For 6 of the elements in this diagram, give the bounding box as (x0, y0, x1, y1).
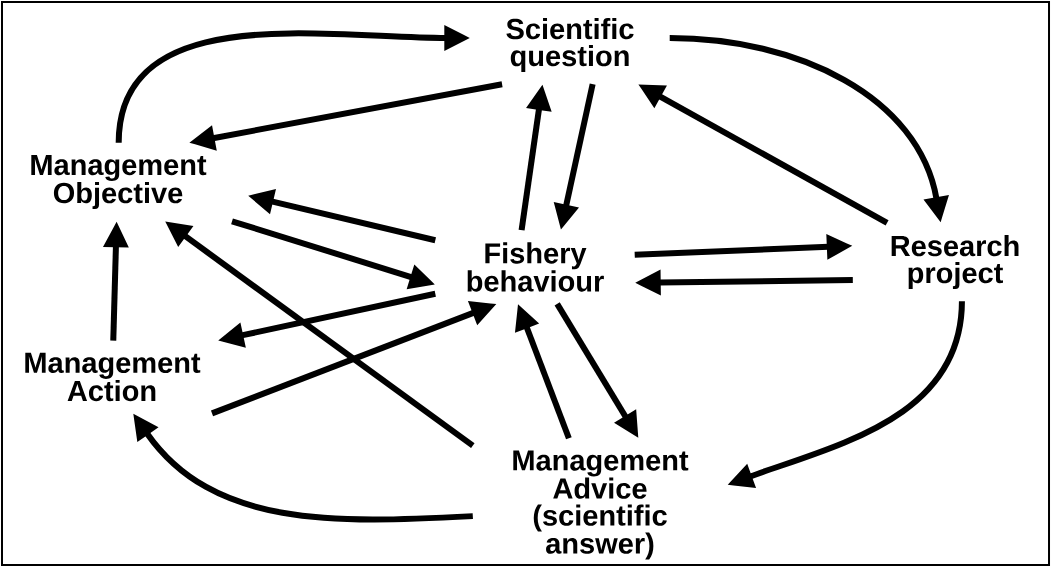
node-label: Research project (891, 235, 1019, 289)
node-label: Management Objective (31, 154, 207, 210)
node-label: Fishery behaviour (467, 242, 604, 292)
node-label: Management Advice (scientific answer) (513, 450, 689, 560)
node-label: Scientific question (506, 17, 634, 72)
node-label: Management Action (25, 352, 201, 402)
